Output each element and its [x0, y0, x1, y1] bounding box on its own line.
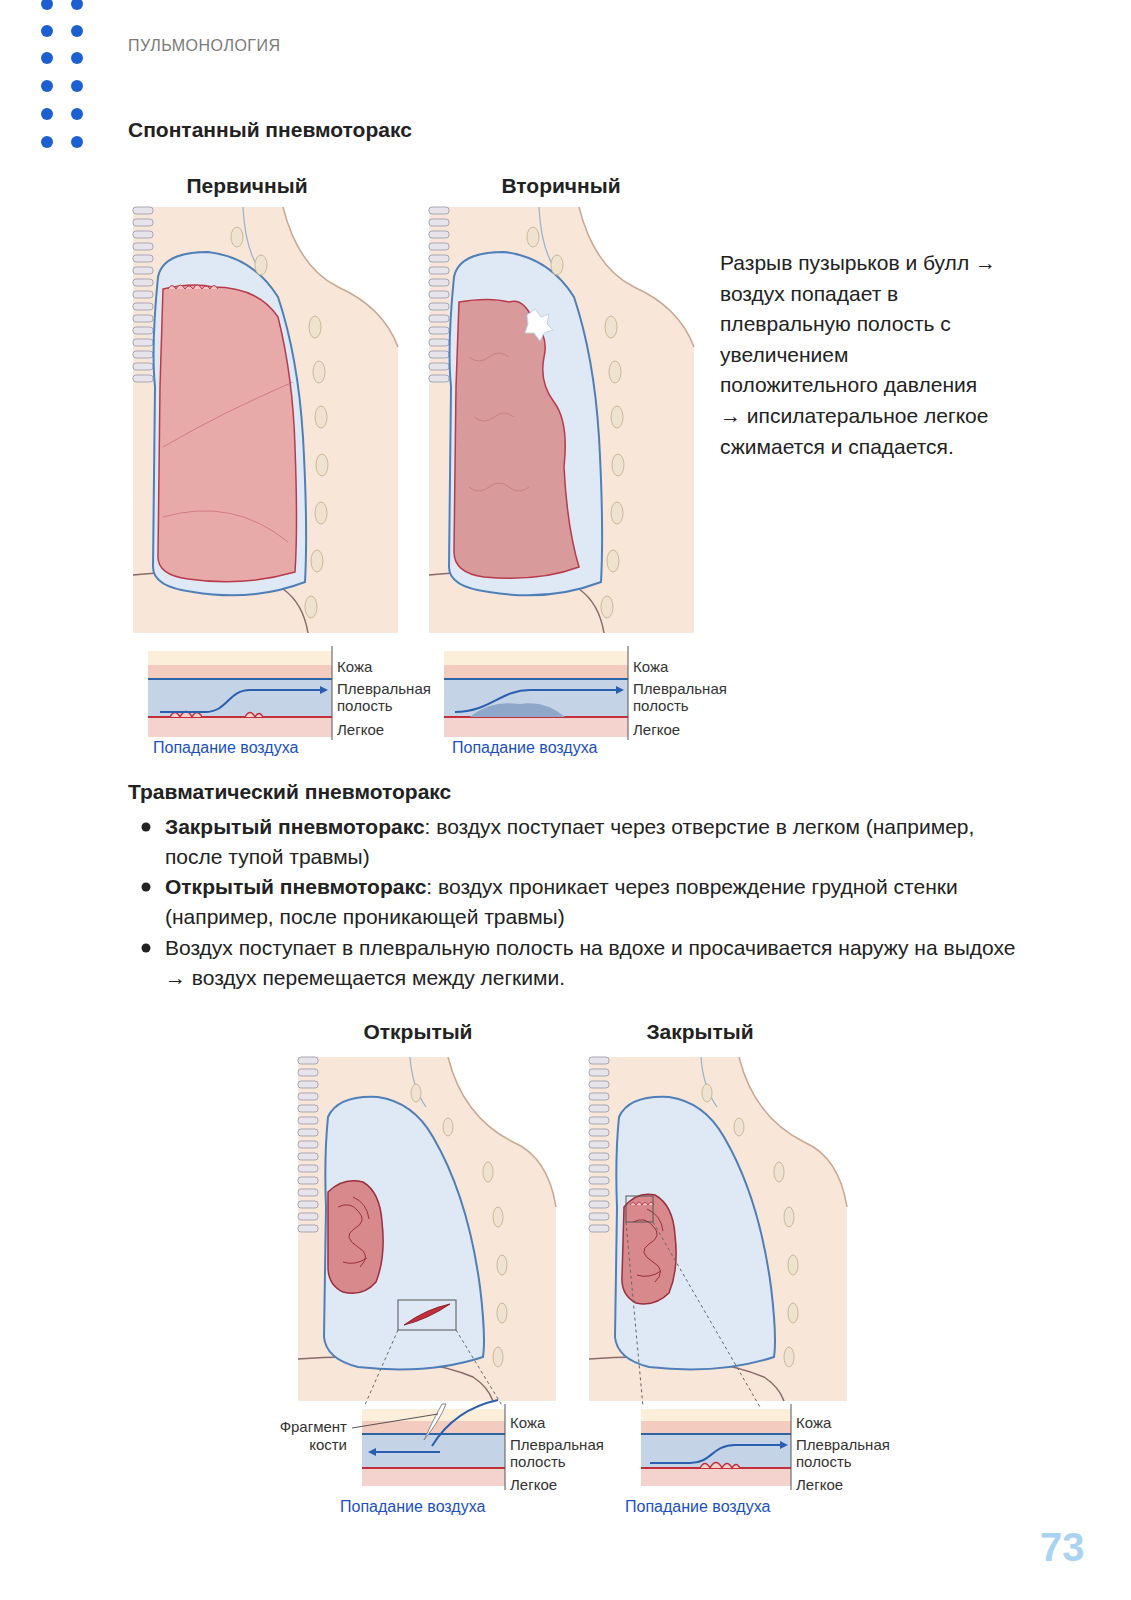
air-entry-caption: Попадание воздуха [625, 1497, 770, 1517]
layer-label: Плевральная полость [796, 1436, 906, 1470]
bullet-term: Открытый пневмоторакс [165, 875, 426, 898]
page-number: 73 [1040, 1523, 1085, 1571]
description: Разрыв пузырьков и булл → воздух попадае… [720, 248, 1002, 462]
layer-label: Легкое [337, 721, 384, 739]
layer-label: Кожа [796, 1414, 831, 1432]
section-heading: Спонтанный пневмоторакс [128, 117, 412, 143]
layer-label: Кожа [337, 658, 372, 676]
layer-label: Плевральная полость [633, 680, 743, 714]
air-entry-caption: Попадание воздуха [153, 738, 298, 758]
column-heading: Открытый [318, 1019, 518, 1045]
layer-label: Легкое [510, 1476, 557, 1494]
layer-label: Кожа [510, 1414, 545, 1432]
layer-label: Легкое [796, 1476, 843, 1494]
running-head: ПУЛЬМОНОЛОГИЯ [128, 36, 281, 56]
bullet-text: Воздух поступает в плевральную полость н… [165, 936, 1015, 989]
column-heading: Закрытый [600, 1019, 800, 1045]
layer-label: Плевральная полость [510, 1436, 620, 1470]
bullet-item: Открытый пневмоторакс: воздух проникает … [165, 872, 1025, 932]
bullet-term: Закрытый пневмоторакс [165, 815, 425, 838]
bullet-item: Закрытый пневмоторакс: воздух поступает … [165, 812, 1025, 872]
layer-label: Кожа [633, 658, 668, 676]
column-heading: Вторичный [461, 173, 661, 199]
bone-fragment-label: Фрагмент кости [257, 1418, 347, 1454]
air-entry-caption: Попадание воздуха [340, 1497, 485, 1517]
column-heading: Первичный [147, 173, 347, 199]
layer-label: Плевральная полость [337, 680, 447, 714]
air-entry-caption: Попадание воздуха [452, 738, 597, 758]
layer-label: Легкое [633, 721, 680, 739]
bullet-item: Воздух поступает в плевральную полость н… [165, 933, 1025, 993]
section-heading: Травматический пневмоторакс [128, 779, 451, 805]
